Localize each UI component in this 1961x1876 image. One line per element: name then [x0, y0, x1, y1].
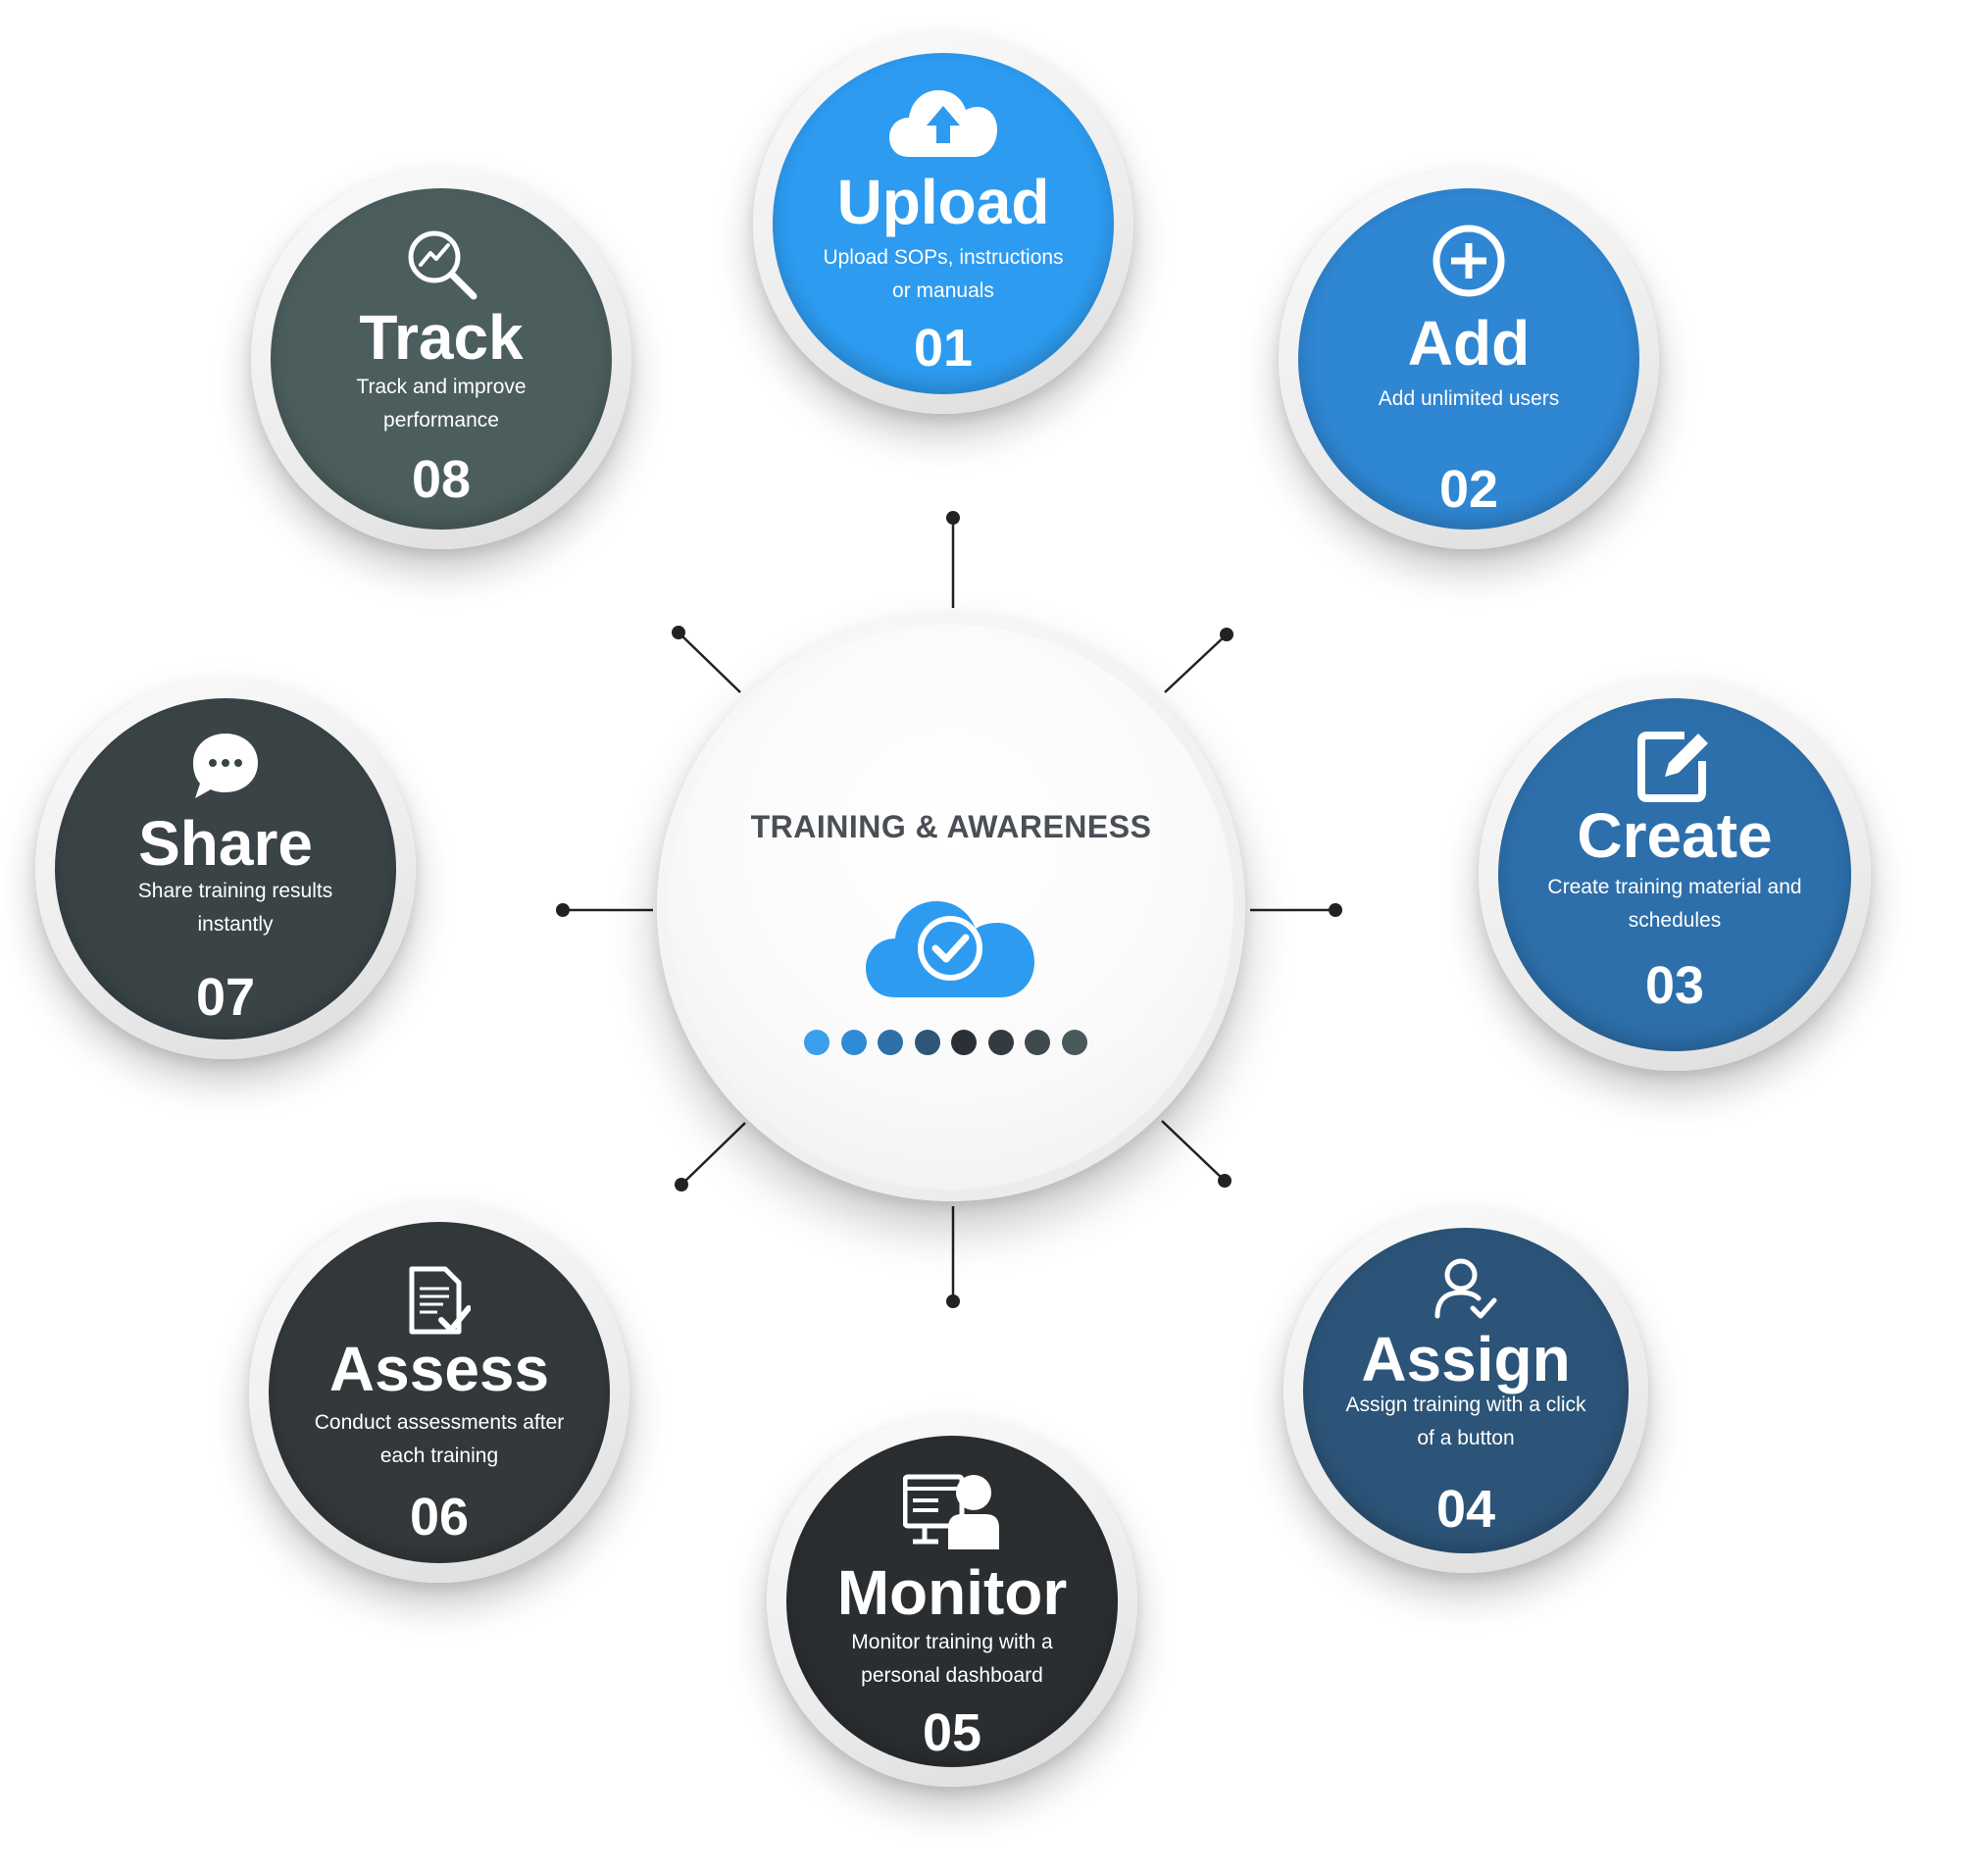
step-number: 08 — [411, 450, 472, 509]
progress-dot — [987, 1030, 1014, 1055]
step-upload: Upload Upload SOPs, instructions or manu… — [753, 33, 1133, 414]
step-number: 03 — [1644, 956, 1705, 1015]
step-description: Assign training with a click of a button — [1345, 1394, 1586, 1449]
step-assess: Assess Conduct assessments after each tr… — [249, 1202, 629, 1583]
step-disc — [1303, 1228, 1629, 1553]
step-number: 04 — [1435, 1480, 1496, 1539]
step-title: Upload — [836, 167, 1050, 237]
step-track: Track Track and improve performance 08 — [251, 169, 631, 549]
step-description: Add unlimited users — [1378, 387, 1560, 410]
step-number: 06 — [409, 1488, 470, 1546]
step-title: Share — [138, 808, 313, 879]
user-check-icon — [1434, 1258, 1497, 1319]
step-description: Create training material and schedules — [1547, 876, 1802, 932]
step-number: 07 — [195, 968, 256, 1027]
step-number: 02 — [1438, 460, 1499, 519]
progress-dot — [878, 1030, 903, 1055]
step-title: Monitor — [836, 1557, 1068, 1628]
step-title: Add — [1407, 308, 1531, 379]
progress-dot — [840, 1030, 867, 1055]
step-title: Create — [1577, 800, 1773, 871]
hub-title: TRAINING & AWARENESS — [750, 809, 1152, 844]
step-description: Conduct assessments after each training — [314, 1411, 565, 1467]
step-disc — [786, 1436, 1118, 1767]
step-description: Upload SOPs, instructions or manuals — [823, 246, 1064, 302]
step-number: 01 — [913, 319, 974, 378]
progress-dot — [1025, 1030, 1050, 1055]
plus-circle-icon — [1433, 225, 1505, 297]
edit-icon — [1637, 732, 1708, 802]
step-disc — [269, 1222, 610, 1563]
step-number: 05 — [922, 1703, 982, 1762]
step-share: Share Share training results instantly 0… — [35, 679, 416, 1059]
progress-dot — [914, 1030, 940, 1055]
dashboard-user-icon — [903, 1474, 999, 1549]
step-title: Assign — [1361, 1324, 1571, 1394]
step-monitor: Monitor Monitor training with a personal… — [767, 1416, 1137, 1787]
step-description: Share training results instantly — [137, 880, 333, 936]
chat-bubble-icon — [193, 734, 258, 798]
step-description: Track and improve performance — [356, 376, 527, 431]
step-add: Add Add unlimited users 02 — [1279, 169, 1659, 549]
step-assign: Assign Assign training with a click of a… — [1283, 1208, 1648, 1573]
document-check-icon — [409, 1266, 471, 1335]
progress-dot — [1061, 1030, 1087, 1055]
step-create: Create Create training material and sche… — [1479, 679, 1871, 1071]
progress-dot — [951, 1030, 977, 1055]
progress-dot — [804, 1030, 830, 1055]
step-title: Track — [359, 302, 524, 373]
progress-dots — [804, 1030, 1098, 1057]
cloud-check-icon — [866, 901, 1034, 997]
step-title: Assess — [328, 1334, 550, 1404]
chart-search-icon — [408, 230, 478, 300]
step-description: Monitor training with a personal dashboa… — [851, 1631, 1053, 1687]
step-disc — [271, 188, 612, 530]
cloud-upload-icon — [889, 90, 997, 157]
